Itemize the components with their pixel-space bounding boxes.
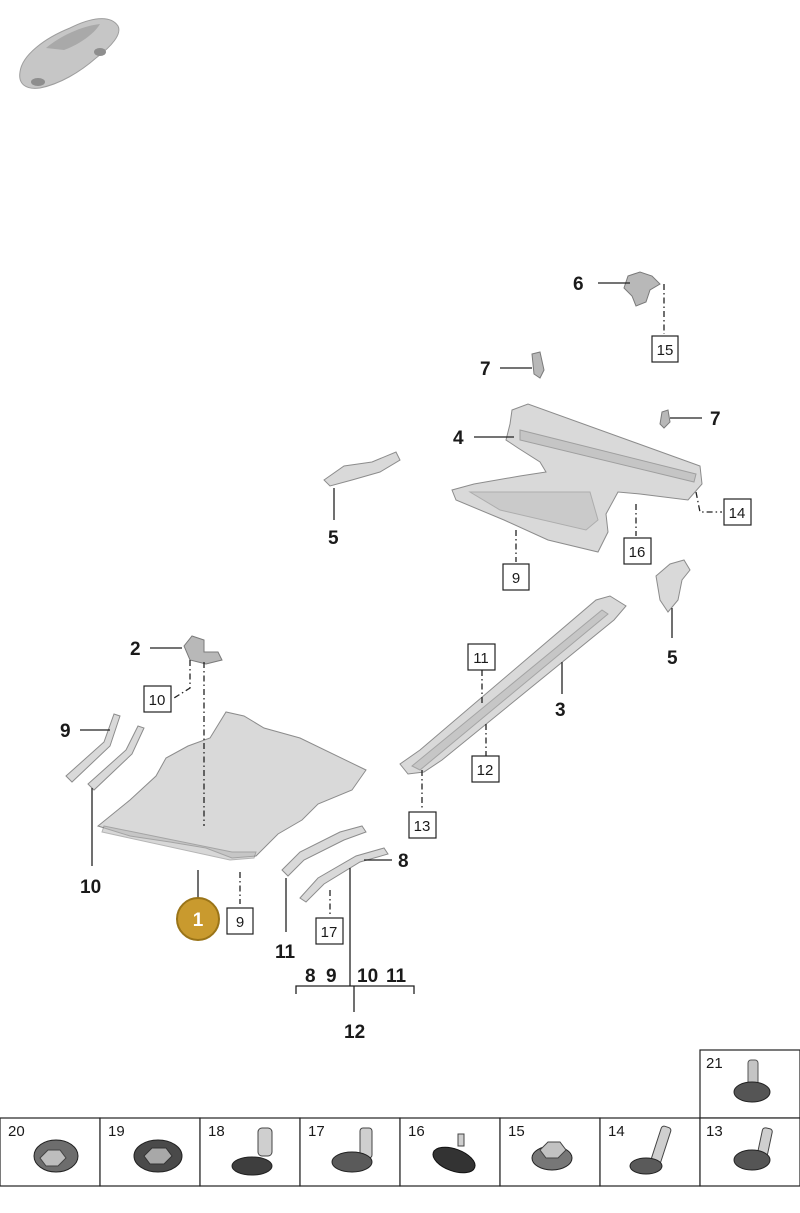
callout-3: 3 [555, 700, 566, 721]
box-ref-9-lower-label: 9 [236, 914, 244, 931]
box-ref-16[interactable]: 16 [623, 537, 652, 565]
box-ref-13-label: 13 [414, 818, 431, 835]
box-ref-11-label: 11 [473, 650, 489, 667]
part-2-bracket [183, 635, 223, 665]
fastener-cell-16-label: 16 [408, 1123, 425, 1140]
fastener-cell-21-label: 21 [706, 1055, 723, 1072]
callout-1-label: 1 [193, 910, 204, 931]
nut-15-icon [531, 1141, 573, 1171]
callout-12: 12 [344, 1022, 365, 1043]
bolt-21-icon [733, 1059, 771, 1103]
part-5-bracket-left [323, 451, 401, 487]
fastener-cell-21[interactable]: 21 [699, 1049, 800, 1119]
fastener-cell-13[interactable]: 13 [699, 1117, 800, 1187]
part-4-rear-panel [451, 403, 703, 553]
box-ref-17[interactable]: 17 [315, 917, 344, 945]
fastener-cell-17[interactable]: 17 [299, 1117, 401, 1187]
callout-2: 2 [130, 639, 141, 660]
callout-4: 4 [453, 428, 464, 449]
fastener-cell-13-label: 13 [706, 1123, 723, 1140]
bolt-14-icon [629, 1125, 672, 1175]
fastener-cell-20[interactable]: 20 [0, 1117, 101, 1187]
box-ref-10[interactable]: 10 [143, 685, 172, 713]
part-5-bracket-right [655, 559, 691, 613]
fastener-cell-17-label: 17 [308, 1123, 325, 1140]
part-6-bracket [623, 271, 661, 307]
fastener-cell-19-label: 19 [108, 1123, 125, 1140]
callout-1-highlight[interactable]: 1 [176, 897, 220, 941]
part-9-strip-left [65, 713, 121, 783]
fastener-cell-15-label: 15 [508, 1123, 525, 1140]
car-thumbnail-icon [19, 18, 120, 89]
box-ref-11[interactable]: 11 [467, 643, 496, 671]
box-ref-12-label: 12 [477, 762, 494, 779]
fastener-table: 21 20 19 18 [0, 1049, 800, 1187]
leader-10-box [173, 660, 191, 699]
box-ref-9-lower[interactable]: 9 [226, 907, 254, 935]
group-12-item-9: 9 [326, 966, 337, 987]
box-ref-13[interactable]: 13 [408, 811, 437, 839]
fastener-cell-14-label: 14 [608, 1123, 625, 1140]
callout-10: 10 [80, 877, 101, 898]
box-ref-12[interactable]: 12 [471, 755, 500, 783]
nut-20-icon [33, 1139, 79, 1173]
fastener-cell-15[interactable]: 15 [499, 1117, 601, 1187]
box-ref-9-upper-label: 9 [512, 570, 520, 587]
callout-7-right: 7 [710, 409, 721, 430]
bolt-13-icon [733, 1127, 773, 1171]
box-ref-16-label: 16 [629, 544, 646, 561]
group-12-item-11: 11 [386, 966, 407, 987]
part-10-strip-left [87, 725, 145, 791]
fastener-cell-19[interactable]: 19 [99, 1117, 201, 1187]
box-ref-9-upper[interactable]: 9 [502, 563, 530, 591]
bolt-17-icon [331, 1127, 373, 1173]
fastener-cell-16[interactable]: 16 [399, 1117, 501, 1187]
callout-6: 6 [573, 274, 584, 295]
part-8-strip-right [299, 847, 389, 903]
group-12-item-8: 8 [305, 966, 316, 987]
part-4-rib-lower [468, 491, 599, 531]
callout-11: 11 [275, 942, 296, 963]
fastener-cell-18-label: 18 [208, 1123, 225, 1140]
box-ref-15-label: 15 [657, 342, 674, 359]
part-1-front-edge [101, 825, 257, 861]
part-4-rib [519, 429, 697, 483]
group-12-bracket [295, 985, 415, 994]
callout-5-right: 5 [667, 648, 678, 669]
leader-14 [695, 491, 722, 513]
box-ref-14-label: 14 [729, 505, 746, 522]
part-7-clip-upper [531, 351, 545, 379]
fastener-cell-20-label: 20 [8, 1123, 25, 1140]
box-ref-17-label: 17 [321, 924, 338, 941]
clip-18-icon [231, 1127, 273, 1176]
callout-7-upper: 7 [480, 359, 491, 380]
callout-8: 8 [398, 851, 409, 872]
nut-19-icon [133, 1139, 183, 1173]
box-ref-15[interactable]: 15 [651, 335, 679, 363]
part-7-clip-right [659, 409, 671, 429]
part-11-strip-right [281, 825, 367, 877]
fastener-cell-18[interactable]: 18 [199, 1117, 301, 1187]
box-ref-14[interactable]: 14 [723, 498, 752, 526]
callout-5-left: 5 [328, 528, 339, 549]
group-12-item-10: 10 [357, 966, 378, 987]
box-ref-10-label: 10 [149, 692, 166, 709]
rivet-16-icon [432, 1133, 476, 1174]
fastener-cell-14[interactable]: 14 [599, 1117, 701, 1187]
callout-9: 9 [60, 721, 71, 742]
part-3-rail-edge [411, 609, 609, 771]
